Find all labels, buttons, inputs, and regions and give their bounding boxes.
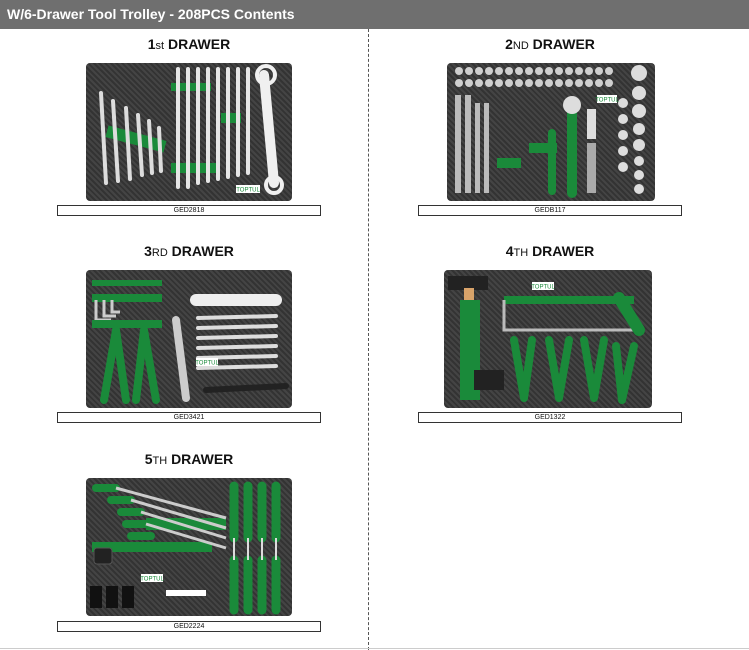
drawer-4-tools-illustration: TOPTUL xyxy=(448,276,645,404)
bottom-border xyxy=(0,648,749,649)
drawer-2-tools-illustration: TOPTUL xyxy=(455,65,647,198)
column-divider xyxy=(368,29,369,650)
drawer-3-tools-illustration: TOPTUL xyxy=(92,280,289,404)
drawer-1-photo: TOPTUL xyxy=(86,63,292,201)
drawer-4-ordinal: TH xyxy=(513,247,529,259)
drawer-1-brand-logo: TOPTUL xyxy=(236,188,260,194)
drawer-2-brand-logo: TOPTUL xyxy=(595,98,619,104)
drawer-1-tools-illustration: TOPTUL xyxy=(99,64,284,195)
drawer-5-label: DRAWER xyxy=(171,451,234,467)
drawer-1-code: GED2818 xyxy=(57,205,321,216)
drawer-2-title: 2ND DRAWER xyxy=(415,35,685,53)
drawer-1-ordinal: st xyxy=(155,40,165,52)
drawer-2-number: 2 xyxy=(505,36,513,52)
drawer-5-code: GED2224 xyxy=(57,621,321,632)
drawer-5-photo: TOPTUL xyxy=(86,478,292,616)
drawer-1-label: DRAWER xyxy=(168,36,231,52)
drawer-2-ordinal: ND xyxy=(512,40,529,52)
drawer-2-photo: TOPTUL xyxy=(447,63,655,201)
drawer-3-label: DRAWER xyxy=(171,243,234,259)
drawer-5-brand-logo: TOPTUL xyxy=(140,577,164,583)
drawer-2-code: GEDB117 xyxy=(418,205,682,216)
drawer-5-title: 5TH DRAWER xyxy=(54,450,324,468)
drawer-4-label: DRAWER xyxy=(532,243,595,259)
drawer-5-ordinal: TH xyxy=(152,455,168,467)
drawer-4-code: GED1322 xyxy=(418,412,682,423)
drawer-3-photo: TOPTUL xyxy=(86,270,292,408)
drawer-4-number: 4 xyxy=(505,243,514,259)
drawer-4-title: 4TH DRAWER xyxy=(415,242,685,260)
drawer-4-brand-logo: TOPTUL xyxy=(531,285,555,291)
drawer-1-number: 1 xyxy=(147,36,156,52)
drawer-3-code: GED3421 xyxy=(57,412,321,423)
drawer-1-title: 1st DRAWER xyxy=(54,35,324,53)
drawer-5-tools-illustration: TOPTUL xyxy=(90,481,281,615)
drawer-4-photo: TOPTUL xyxy=(444,270,652,408)
drawer-3-title: 3RD DRAWER xyxy=(54,242,324,260)
drawer-2-label: DRAWER xyxy=(532,36,595,52)
drawer-5-number: 5 xyxy=(144,451,153,467)
drawer-3-brand-logo: TOPTUL xyxy=(195,361,219,367)
page-title: W/6-Drawer Tool Trolley - 208PCS Content… xyxy=(0,0,749,29)
drawer-3-ordinal: RD xyxy=(151,247,168,259)
drawer-3-number: 3 xyxy=(144,243,152,259)
